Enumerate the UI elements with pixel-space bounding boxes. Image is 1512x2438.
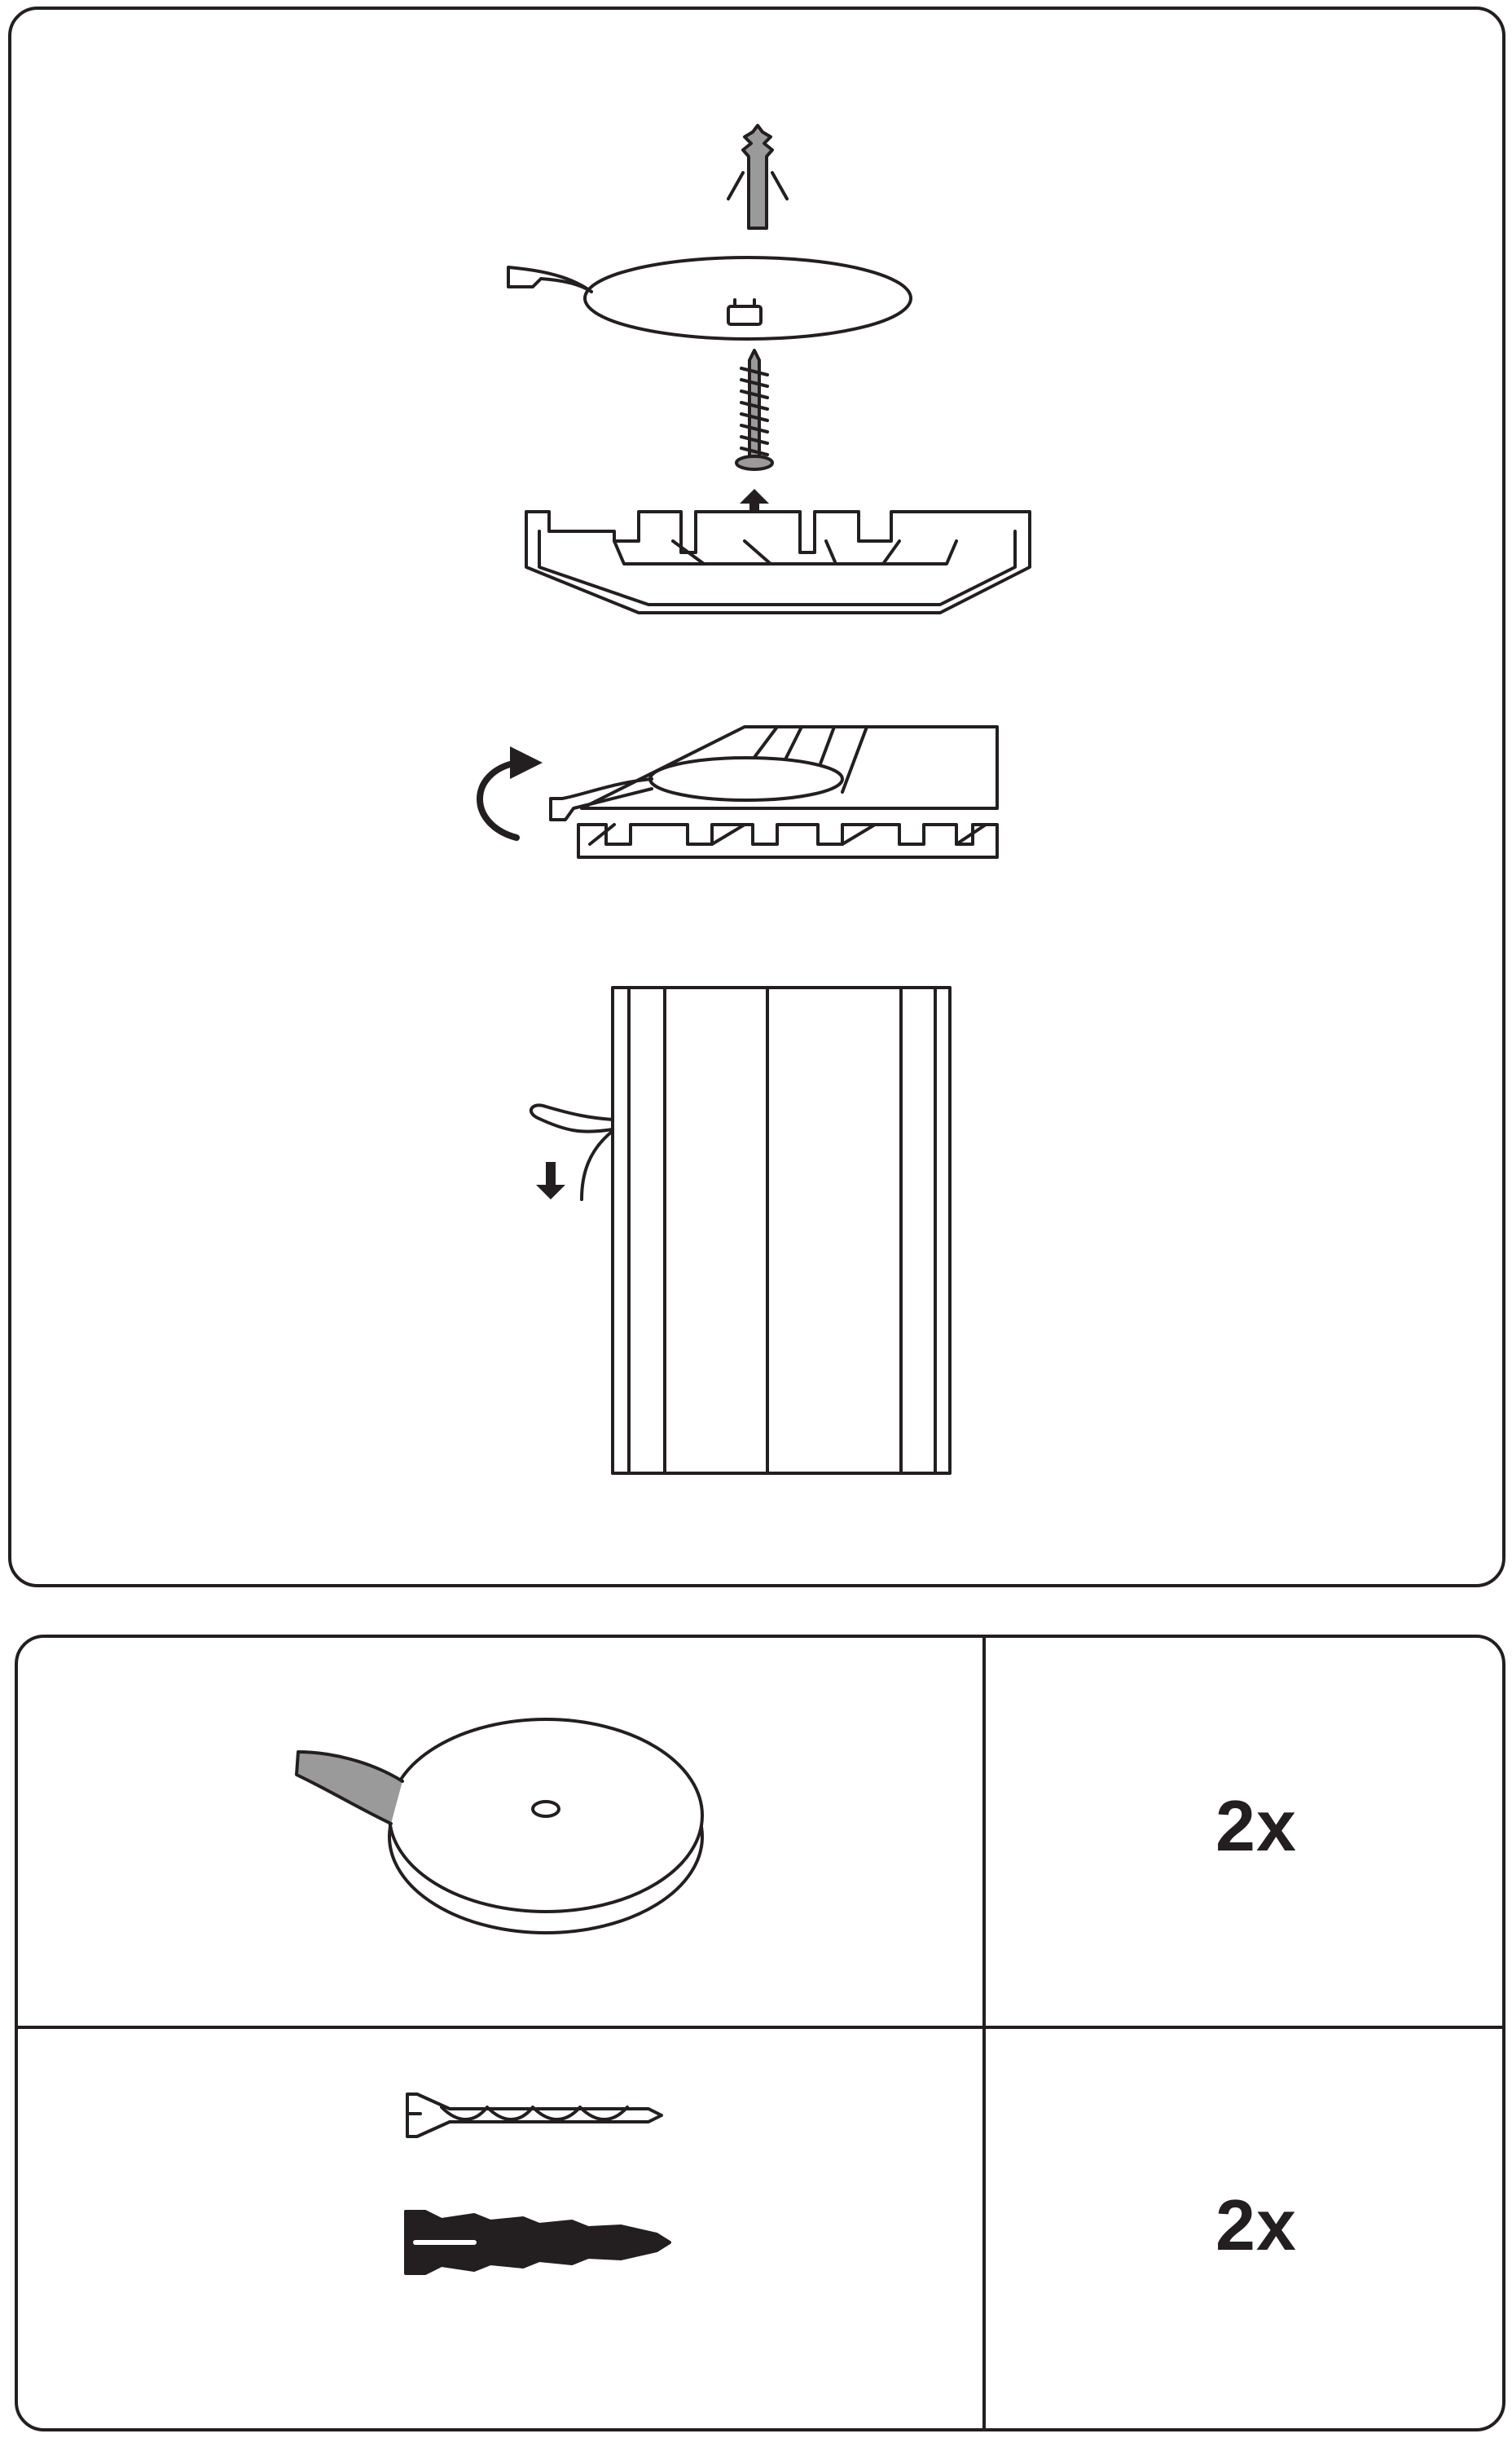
curtain-rail-profile (525, 510, 1031, 614)
quantity-label: 2x (1215, 2185, 1297, 2265)
arrow-down-icon (536, 1162, 565, 1199)
rail-with-disc (549, 725, 999, 859)
assembly-diagram (477, 124, 1031, 1475)
rotate-arrow-icon (477, 746, 543, 841)
parts-table: 2x 2x (15, 1635, 1505, 2431)
wall-plug-icon (727, 124, 789, 230)
assembly-instructions-panel (8, 7, 1505, 1587)
mounting-disc-icon (295, 1718, 704, 1934)
parts-illustrations (295, 1718, 704, 2275)
screw-part-icon (406, 2093, 663, 2138)
mounting-disc-oval (507, 256, 912, 341)
table-column-divider (982, 1638, 986, 2428)
arrow-up-icon (740, 489, 769, 526)
table-row-divider (18, 2026, 1502, 2029)
screw-icon (735, 349, 774, 471)
rail-front-view (529, 986, 952, 1475)
quantity-label: 2x (1215, 1785, 1297, 1866)
wall-plug-part-icon (404, 2210, 671, 2275)
